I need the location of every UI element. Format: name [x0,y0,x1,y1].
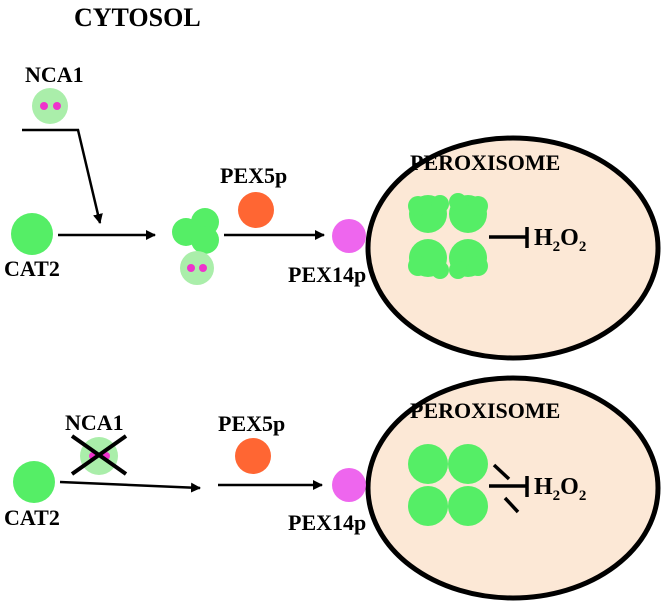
peroxisome-membrane [365,135,661,361]
h2o2-label: H2O2 [534,474,586,504]
h2o2-broken-inhibition-symbol [489,463,529,514]
h2o2-label: H2O2 [534,225,586,255]
cat2-unassisted-arrow [59,480,201,493]
cytosol-title: CYTOSOL [74,3,201,32]
pex14p-docking-protein [332,219,366,253]
pex14p-label: PEX14p [288,510,366,535]
top-panel: PEROXISOME NCA1 CAT2 PEX5p [4,62,661,361]
pex14p-docking-protein [332,468,366,502]
active-catalase-tetramer [408,193,488,279]
pex14p-label: PEX14p [288,262,366,287]
pex5p-label: PEX5p [218,411,285,436]
h2o2-inhibition-symbol [489,227,529,248]
cat2-monomer [13,461,55,503]
peroxisome-label: PEROXISOME [410,150,560,175]
bottom-panel: PEROXISOME NCA1 CAT2 PEX5p PEX14p [4,375,661,601]
cat2-monomer [11,213,53,255]
pex5p-receptor [238,192,274,228]
peroxisome-membrane [365,375,661,601]
nca1-particle [32,88,68,124]
cat2-label: CAT2 [4,505,60,530]
nca1-label: NCA1 [25,62,84,87]
nca1-label: NCA1 [65,410,124,435]
cat2-nca1-complex [172,208,219,285]
pex5p-label: PEX5p [220,163,287,188]
inactive-catalase-tetramer [408,444,488,526]
pex5p-receptor [235,438,271,474]
cat2-label: CAT2 [4,256,60,281]
nca1-binding-arrow [22,128,103,224]
nca1-knockout-cross-icon [70,434,128,476]
peroxisome-label: PEROXISOME [410,398,560,423]
